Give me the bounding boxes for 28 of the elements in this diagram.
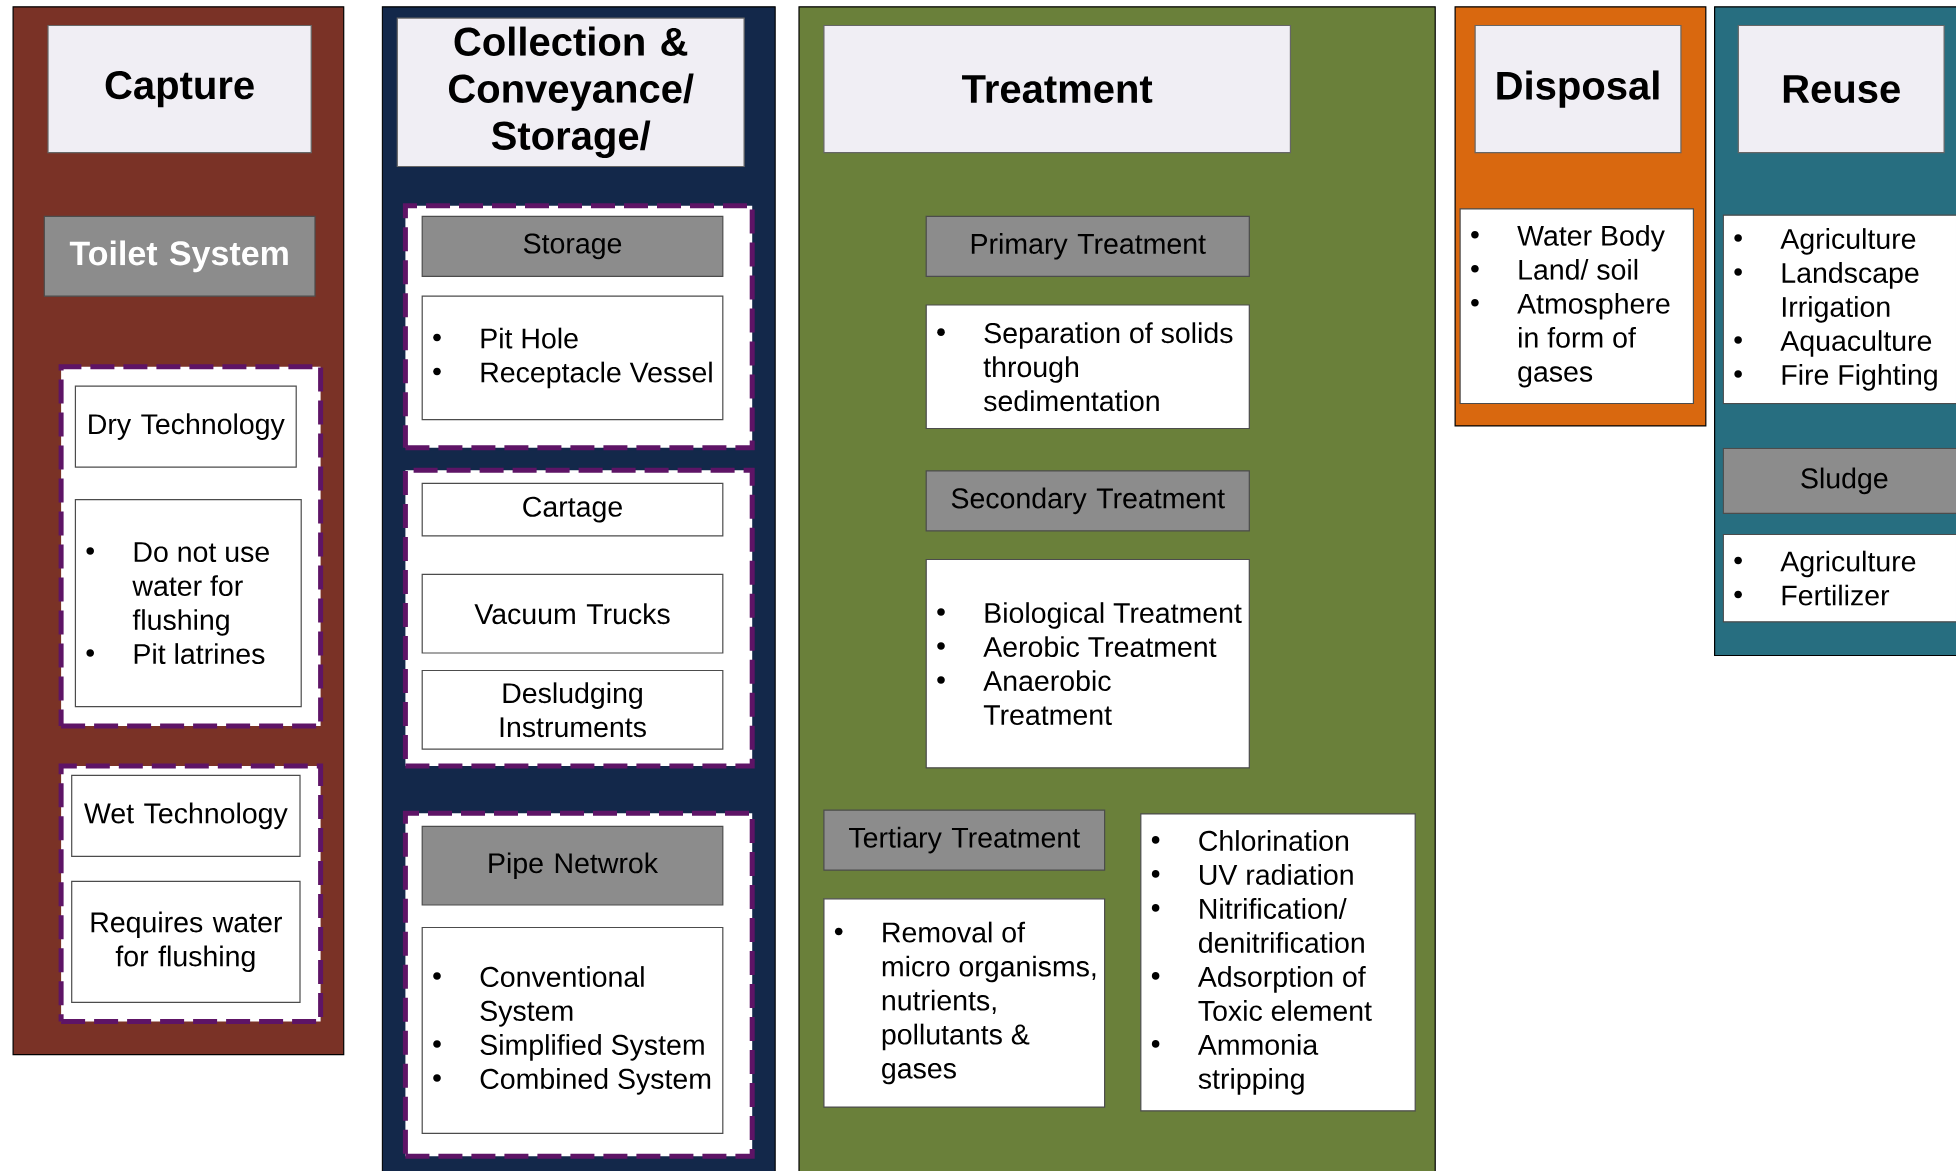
- category-box: Pipe Netwrok: [421, 825, 724, 906]
- header-box: Reuse: [1737, 24, 1945, 154]
- text-box: Vacuum Trucks: [421, 573, 724, 654]
- bullet-list-box: Agriculture Fertilizer: [1722, 533, 1956, 623]
- bullet-list-box: Agriculture Landscape Irrigation Aquaculture Fire Fighting: [1722, 214, 1956, 405]
- bullet-list-box: Removal of micro organisms, nutrients, pollutants & gases: [823, 898, 1106, 1108]
- text-box: Desludging Instruments: [421, 669, 724, 750]
- bullet-list-box: Do not use water for flushing Pit latrines: [74, 499, 302, 708]
- header-box: Disposal: [1474, 24, 1682, 154]
- text-box: Cartage: [421, 482, 724, 537]
- text-box: Wet Technology: [71, 774, 301, 857]
- bullet-list-box: Pit Hole Receptacle Vessel: [421, 295, 724, 421]
- text-box: Dry Technology: [74, 385, 297, 468]
- header-box: Collection & Conveyance/ Storage/: [396, 17, 745, 168]
- bullet-list-box: Biological Treatment Aerobic Treatment Anaerobic Treatment: [925, 558, 1250, 769]
- category-box: Sludge: [1722, 447, 1956, 514]
- bullet-list-box: Chlorination UV radiation Nitrification/ denitrification Adsorption of Toxic element Ammonia stripping: [1140, 813, 1416, 1112]
- category-box: Secondary Treatment: [925, 470, 1250, 532]
- category-box: Toilet System: [43, 215, 316, 297]
- text-box: Requires water for flushing: [71, 880, 301, 1003]
- bullet-list-box: Separation of solids through sedimentation: [925, 304, 1250, 430]
- bullet-list-box: Conventional System Simplified System Combined System: [421, 926, 724, 1134]
- category-box: Tertiary Treatment: [823, 809, 1106, 871]
- category-box: Storage: [421, 215, 724, 277]
- category-box: Primary Treatment: [925, 215, 1250, 277]
- header-box: Capture: [47, 24, 312, 154]
- bullet-list-box: Water Body Land/ soil Atmosphere in form of gases: [1459, 208, 1694, 405]
- header-box: Treatment: [823, 24, 1291, 154]
